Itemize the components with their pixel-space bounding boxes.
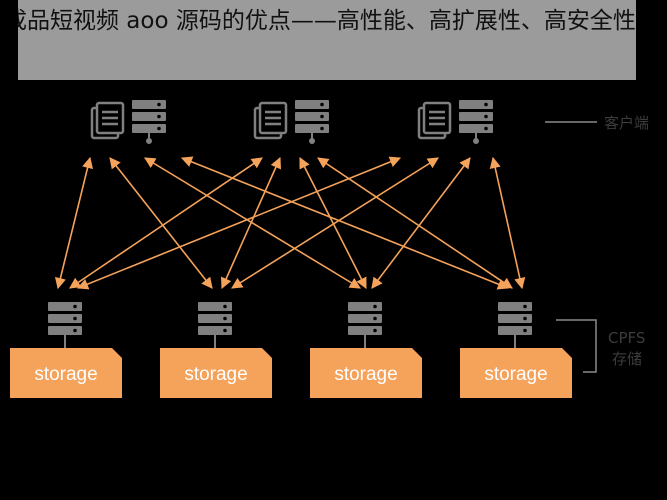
server-icon — [295, 100, 329, 144]
arrow-c3-s2 — [231, 157, 439, 289]
server-icon — [498, 302, 532, 348]
storage-label: storage — [184, 364, 247, 385]
arrow-c1-s3 — [144, 157, 361, 289]
arrow-c1-s1 — [54, 156, 94, 290]
storage-node-4: storage — [460, 302, 572, 398]
server-icon — [132, 100, 166, 144]
banner-title: 成品短视频 aoo 源码的优点——高性能、高扩展性、高安全性 — [18, 8, 636, 34]
document-icon — [90, 101, 125, 140]
document-icon — [417, 101, 452, 140]
storage-label: storage — [34, 364, 97, 385]
storage-legend-label-line1: CPFS — [608, 329, 645, 347]
arrow-c3-s4 — [489, 156, 526, 290]
server-icon — [459, 100, 493, 144]
storage-box — [10, 348, 122, 398]
storage-label: storage — [334, 364, 397, 385]
storage-legend-bracket — [556, 319, 597, 373]
document-icon — [253, 101, 288, 140]
storage-node-2: storage — [160, 302, 272, 398]
title-banner: 成品短视频 aoo 源码的优点——高性能、高扩展性、高安全性 — [18, 0, 636, 80]
storage-box — [160, 348, 272, 398]
server-icon — [48, 302, 82, 348]
client-group-1 — [90, 100, 166, 144]
client-group-3 — [417, 100, 493, 144]
storage-box — [460, 348, 572, 398]
storage-label: storage — [484, 364, 547, 385]
storage-legend-label-line2: 存储 — [612, 350, 642, 368]
arrow-c2-s1 — [69, 157, 263, 289]
storage-node-1: storage — [10, 302, 122, 398]
storage-box — [310, 348, 422, 398]
client-group-2 — [253, 100, 329, 144]
server-icon — [348, 302, 382, 348]
arrow-c3-s3 — [371, 157, 471, 289]
arrow-c2-s3 — [299, 157, 367, 289]
server-icon — [198, 302, 232, 348]
storage-node-3: storage — [310, 302, 422, 398]
client-legend-label: 客户端 — [604, 114, 649, 132]
connection-arrows — [54, 156, 526, 290]
